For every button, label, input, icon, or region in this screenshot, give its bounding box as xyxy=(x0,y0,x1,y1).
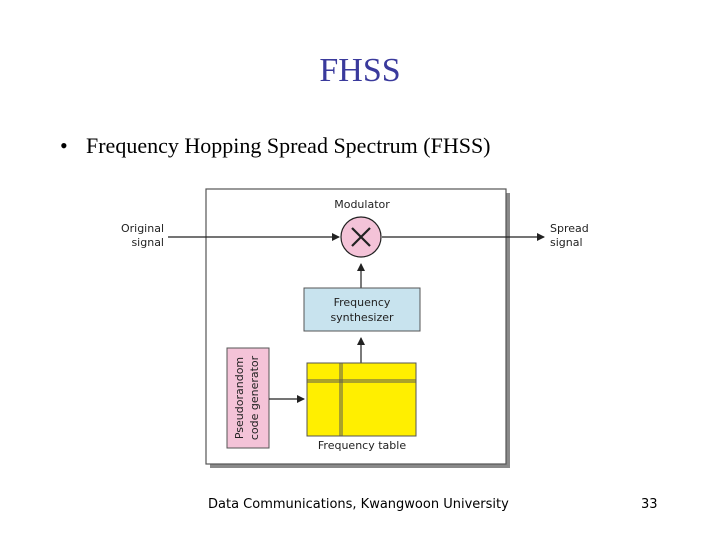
spread-signal-label-line1: Spread xyxy=(550,222,589,235)
pn-label-line2: code generator xyxy=(248,355,261,440)
bullet-text: Frequency Hopping Spread Spectrum (FHSS) xyxy=(86,133,491,158)
frequency-table-label: Frequency table xyxy=(318,439,406,452)
bullet-dot-icon: • xyxy=(60,133,68,158)
bullet-item: • Frequency Hopping Spread Spectrum (FHSS… xyxy=(60,133,491,159)
original-signal-label-line2: signal xyxy=(131,236,164,249)
synthesizer-label-line1: Frequency xyxy=(334,296,391,309)
spread-signal-label-line2: signal xyxy=(550,236,583,249)
page-number: 33 xyxy=(641,497,658,512)
slide-title: FHSS xyxy=(319,52,401,89)
pn-label-line1: Pseudorandom xyxy=(233,357,246,439)
footer-text: Data Communications, Kwangwoon Universit… xyxy=(208,497,509,512)
frequency-table xyxy=(306,362,417,437)
pseudorandom-generator-box xyxy=(226,347,270,449)
synthesizer-label-line2: synthesizer xyxy=(330,311,394,324)
modulator-label: Modulator xyxy=(334,198,390,211)
frequency-synthesizer-box xyxy=(303,287,421,332)
original-signal-label-line1: Original xyxy=(121,222,164,235)
